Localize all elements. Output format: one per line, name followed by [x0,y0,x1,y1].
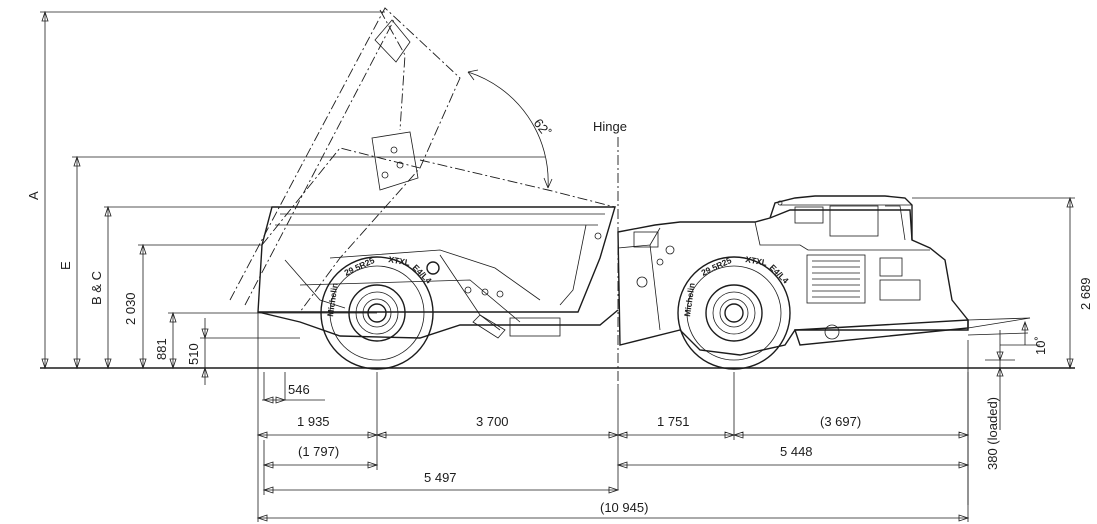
vertical-dimension-lines [41,10,1074,505]
dump-box-lowered [257,206,616,313]
rear-chassis [257,249,619,339]
dim-380-line [985,351,1015,377]
svg-text:29.5R25: 29.5R25 [700,255,734,278]
dump-pivot-bracket [371,131,419,191]
dim-5448-label: 5 448 [780,444,813,459]
dim-e-label: E [58,261,73,270]
horizontal-extension-lines [257,312,969,505]
svg-text:XTXL: XTXL [745,254,768,268]
approach-angle [967,317,1040,346]
dim-5497-label: 5 497 [424,470,457,485]
dim-546-label: 546 [288,382,310,397]
front-wheel [677,256,791,370]
dim-1935-label: 1 935 [297,414,330,429]
dim-3697-label: (3 697) [820,414,861,429]
hinge-label: Hinge [593,119,627,134]
dump-box-tipped [229,7,616,313]
dim-row-1 [256,431,970,439]
svg-text:E4/L4: E4/L4 [411,262,434,285]
svg-text:Michelin: Michelin [325,282,340,317]
tip-angle-arc [467,69,553,189]
dim-row-2 [262,440,970,470]
svg-text:29.5R25: 29.5R25 [343,255,377,278]
dim-3700-label: 3 700 [476,414,509,429]
dim-380-label: 380 (loaded) [985,397,1000,470]
dim-a-label: A [26,191,41,200]
dim-1797-label: (1 797) [298,444,339,459]
angle-62-label: 62˚ [531,116,554,140]
dim-row-3 [262,470,620,495]
svg-text:E4/L4: E4/L4 [768,262,791,285]
angle-10-label: 10˚ [1033,336,1048,355]
dim-510-label: 510 [186,343,201,365]
dim-10945-label: (10 945) [600,500,648,515]
dim-2689-label: 2 689 [1078,277,1093,310]
dim-row-4 [256,505,970,522]
dim-1751-label: 1 751 [657,414,690,429]
dim-881-label: 881 [154,338,169,360]
front-bumper [794,317,1031,346]
height-extension-lines [40,11,1075,339]
svg-text:Michelin: Michelin [682,282,697,317]
svg-text:XTXL: XTXL [388,254,411,268]
dim-2030-label: 2 030 [123,292,138,325]
dim-bc-label: B & C [89,271,104,305]
operator-cab [769,195,913,241]
